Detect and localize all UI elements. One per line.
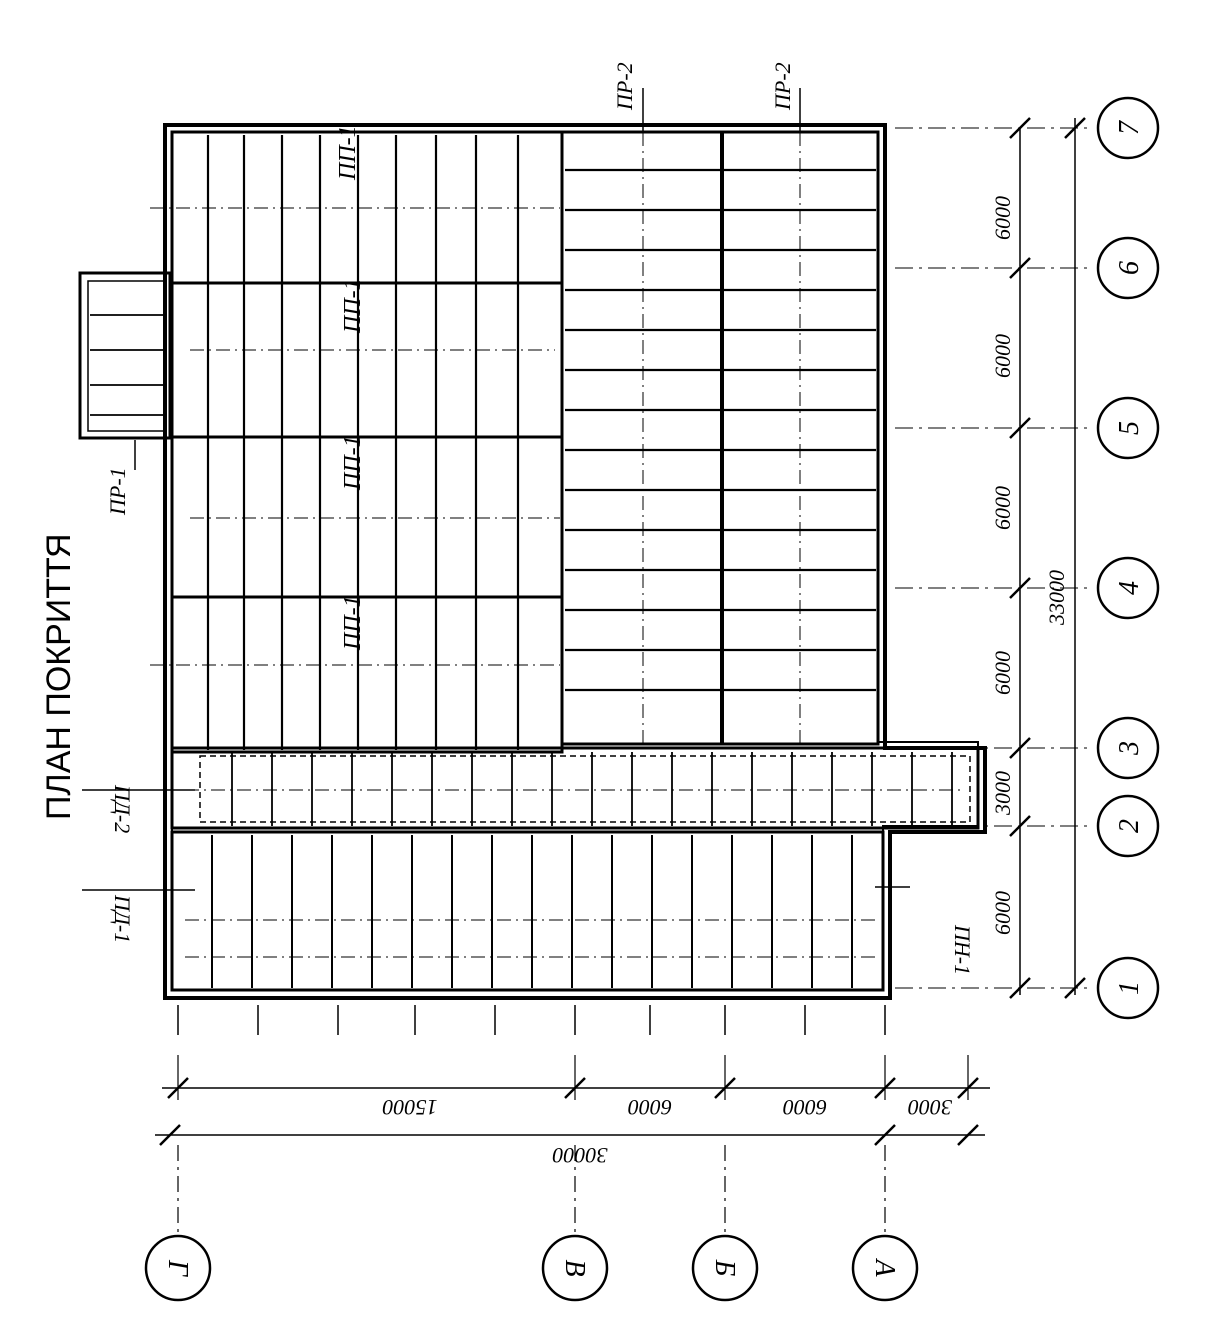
pd1-block (170, 830, 885, 992)
dim-tick (957, 1124, 979, 1146)
axis-circle (1096, 236, 1160, 300)
centerlines (150, 132, 965, 1035)
axis-circle (1096, 794, 1160, 858)
numeric-axis-markers: 1 2 3 4 5 6 7 (1096, 96, 1160, 1020)
mark-pp1-a: ПП-1 (335, 125, 361, 181)
dim-tick (1009, 737, 1031, 759)
axis-marker-6: 6 (1096, 236, 1160, 300)
axis-marker-3: 3 (1096, 716, 1160, 780)
axis-circle (1096, 716, 1160, 780)
axis-circle (1096, 556, 1160, 620)
mark-pr2-a: ПР-2 (612, 62, 637, 111)
drawing-title: ПЛАН ПОКРИТТЯ (40, 533, 78, 820)
axis-circle (1096, 396, 1160, 460)
axis-label: 7 (1114, 120, 1145, 135)
element-marks: ПП-1 ПП-1 ПП-1 ПП-1 ПР-2 ПР-2 ПР-1 ПД-2 … (82, 62, 975, 975)
axis-circle (851, 1234, 919, 1302)
dim-tick (1009, 257, 1031, 279)
dim-tick (1009, 417, 1031, 439)
axis-label: 1 (1114, 981, 1145, 995)
dim-bottom-6000-a: 6000 (628, 1095, 672, 1120)
mark-pp1-b: ПП-1 (340, 278, 366, 334)
dim-tick (1009, 815, 1031, 837)
dim-right-6000-d: 6000 (990, 334, 1015, 378)
mark-pn1: ПН-1 (950, 924, 975, 975)
pp1-panel-block (170, 130, 564, 754)
dim-bottom-15000: 15000 (383, 1095, 438, 1120)
axis-label: 5 (1114, 421, 1145, 435)
dim-tick (1064, 117, 1086, 139)
axis-marker-1: 1 (1096, 956, 1160, 1020)
mark-pp1-c: ПП-1 (340, 435, 366, 491)
dimension-chain-bottom: 15000 6000 6000 3000 30000 (155, 1055, 990, 1168)
mark-pd2: ПД-2 (110, 784, 135, 833)
axis-marker-Г: Г (144, 1145, 212, 1302)
axis-label: Г (162, 1259, 193, 1277)
axis-marker-А: А (851, 1145, 919, 1302)
axis-label: 2 (1114, 819, 1145, 833)
axis-marker-4: 4 (1096, 556, 1160, 620)
dim-right-6000-c: 6000 (990, 486, 1015, 530)
axis-circle (541, 1234, 609, 1302)
dim-tick (1009, 977, 1031, 999)
dim-right-total: 33000 (1044, 570, 1069, 626)
mark-pd1: ПД-1 (110, 894, 135, 943)
dim-tick (1009, 117, 1031, 139)
axis-label: Б (709, 1259, 740, 1277)
dim-right-6000-a: 6000 (990, 891, 1015, 935)
axis-circle (1096, 96, 1160, 160)
axis-marker-Б: Б (691, 1145, 759, 1302)
axis-label: 6 (1114, 261, 1145, 275)
axis-label: 4 (1114, 581, 1145, 595)
dim-tick (1009, 577, 1031, 599)
mark-pr2-b: ПР-2 (770, 62, 795, 111)
pd2-strip (170, 746, 980, 830)
axis-marker-7: 7 (1096, 96, 1160, 160)
pr2-block (560, 130, 880, 746)
mark-pp1-d: ПП-1 (340, 595, 366, 651)
axis-marker-В: В (541, 1145, 609, 1302)
dim-bottom-3000: 3000 (908, 1095, 953, 1120)
dim-tick (874, 1124, 896, 1146)
axis-label: В (559, 1259, 590, 1276)
dim-right-3000: 3000 (990, 771, 1015, 816)
dim-bottom-total: 30000 (553, 1143, 609, 1168)
axis-marker-2: 2 (1096, 794, 1160, 858)
axis-label: 3 (1114, 741, 1145, 756)
axis-circle (144, 1234, 212, 1302)
axis-label: А (869, 1257, 900, 1277)
dim-tick (159, 1124, 181, 1146)
axis-marker-5: 5 (1096, 396, 1160, 460)
axis-circle (691, 1234, 759, 1302)
dim-bottom-6000-b: 6000 (783, 1095, 827, 1120)
dim-right-6000-b: 6000 (990, 651, 1015, 695)
dimension-chain-right: 6000 3000 6000 6000 6000 6000 33000 (895, 117, 1090, 999)
dim-right-6000-e: 6000 (990, 196, 1015, 240)
letter-axis-markers: А Б В Г (144, 1145, 919, 1302)
dim-tick (1064, 977, 1086, 999)
axis-circle (1096, 956, 1160, 1020)
mark-pr1: ПР-1 (105, 467, 130, 516)
